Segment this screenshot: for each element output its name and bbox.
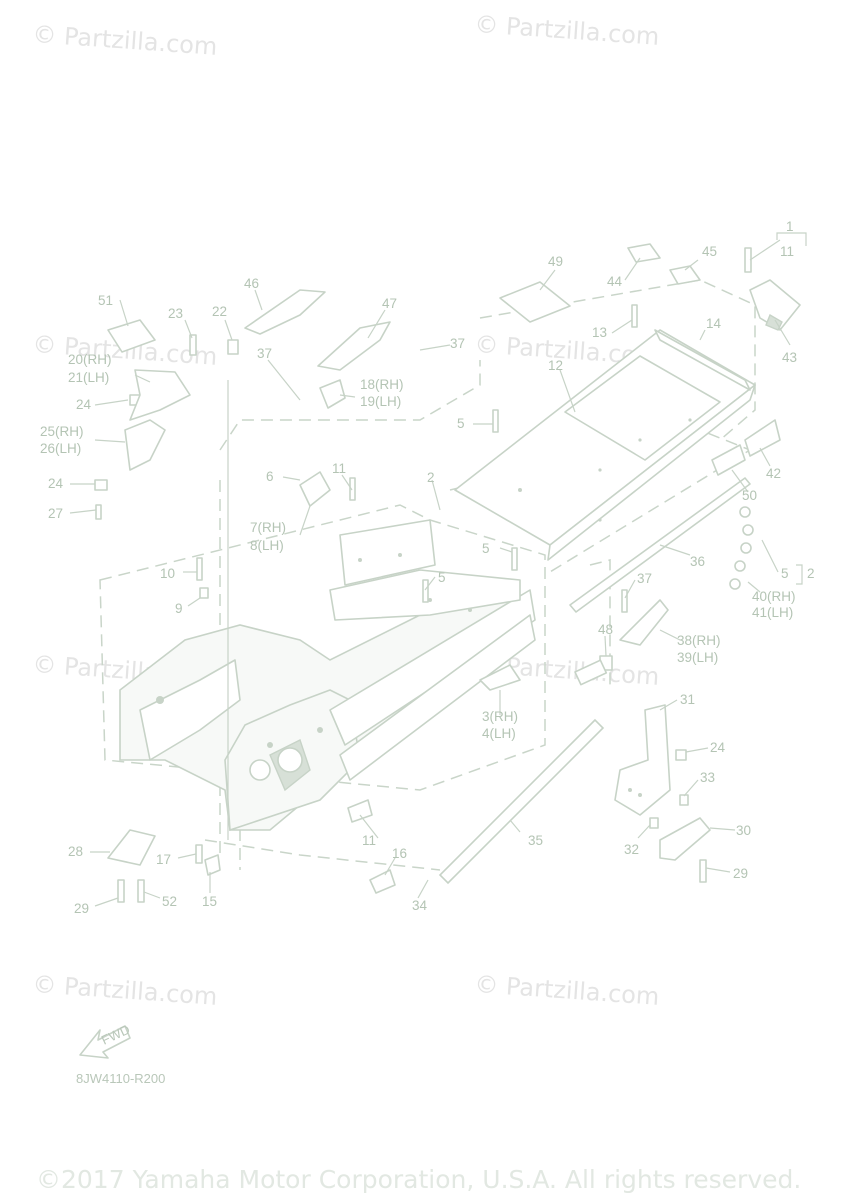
callout-label: 1: [786, 219, 794, 234]
rod-35: [438, 718, 605, 885]
decal-49: [499, 281, 571, 323]
bracket-31: [614, 704, 671, 816]
callout-label: 50: [742, 488, 757, 503]
leader-lines: [69, 239, 791, 907]
callout-label: 10: [160, 566, 175, 581]
callout-label: 22: [212, 304, 227, 319]
callout-label: 5: [781, 566, 789, 581]
callout-label: 25(RH): [40, 424, 84, 439]
callout-label: 48: [598, 622, 613, 637]
callout-label: 11: [780, 244, 794, 259]
decal-45: [669, 265, 701, 285]
callout-label: 45: [702, 244, 717, 259]
callout-label: 43: [782, 350, 797, 365]
callout-label: 30: [736, 823, 751, 838]
callout-label: 37: [257, 346, 272, 361]
watermark: © Partzilla.com: [32, 20, 219, 61]
watermark: © Partzilla.com: [474, 970, 661, 1011]
decal-44: [627, 243, 661, 263]
callout-label: 29: [74, 901, 89, 916]
rear-tunnel: [454, 329, 756, 561]
watermark: © Partzilla.com: [32, 970, 219, 1011]
callout-label: 5: [438, 570, 446, 585]
callout-label: 23: [168, 306, 183, 321]
callout-label: 37: [637, 571, 652, 586]
callout-labels: 1 11 44 45 49 46 47 51 23 22 20(RH) 21(L…: [40, 219, 815, 916]
callout-label: 24: [76, 397, 92, 412]
callout-label: 9: [175, 601, 183, 616]
callout-label: 52: [162, 894, 177, 909]
callout-label: 4(LH): [482, 726, 516, 741]
callout-label: 20(RH): [68, 352, 112, 367]
decal-47: [317, 321, 391, 371]
callout-label: 40(RH): [752, 589, 796, 604]
callout-label: 47: [382, 296, 397, 311]
callout-label: 2: [427, 470, 435, 485]
main-chassis: [119, 519, 536, 832]
plate-28: [107, 829, 156, 866]
plate-38: [619, 599, 669, 646]
watermark: © Partzilla.com: [474, 10, 661, 51]
callout-label: 41(LH): [752, 605, 793, 620]
callout-label: 24: [48, 476, 64, 491]
callout-label: 11: [332, 461, 346, 476]
callout-label: 17: [156, 852, 171, 867]
callout-label: 46: [244, 276, 259, 291]
callout-label: 24: [710, 740, 726, 755]
callout-label: 14: [706, 316, 722, 331]
callout-label: 3(RH): [482, 709, 518, 724]
callout-label: 15: [202, 894, 217, 909]
callout-label: 42: [766, 466, 781, 481]
diagram-code: 8JW4110-R200: [76, 1071, 165, 1086]
callout-label: 16: [392, 846, 407, 861]
callout-label: 21(LH): [68, 370, 109, 385]
callout-label: 12: [548, 358, 563, 373]
callout-label: 33: [700, 770, 715, 785]
callout-label: 29: [733, 866, 748, 881]
decals: [107, 243, 701, 371]
callout-label: 8(LH): [250, 538, 284, 553]
rail-14: [654, 329, 751, 391]
callout-label: 31: [680, 692, 695, 707]
callout-label: 7(RH): [250, 520, 286, 535]
callout-label: 5: [457, 416, 465, 431]
callout-label: 2: [807, 566, 815, 581]
callout-label: 11: [362, 833, 376, 848]
callout-label: 6: [266, 469, 274, 484]
callout-label: 5: [482, 541, 490, 556]
callout-label: 51: [98, 293, 113, 308]
callout-label: 38(RH): [677, 633, 721, 648]
callout-label: 27: [48, 506, 63, 521]
callout-label: 13: [592, 325, 607, 340]
callout-label: 19(LH): [360, 394, 401, 409]
callout-label: 36: [690, 554, 705, 569]
callout-label: 18(RH): [360, 377, 404, 392]
copyright-notice: ©2017 Yamaha Motor Corporation, U.S.A. A…: [36, 1165, 801, 1194]
callout-label: 32: [624, 842, 639, 857]
callout-label: 35: [528, 833, 543, 848]
callout-label: 34: [412, 898, 428, 913]
callout-label: 44: [607, 274, 623, 289]
decal-46: [244, 289, 326, 335]
fwd-arrow-icon: FWD: [79, 1022, 132, 1059]
callout-label: 39(LH): [677, 650, 718, 665]
chain-40: [729, 506, 754, 590]
callout-label: 49: [548, 254, 563, 269]
decal-51: [107, 319, 156, 353]
callout-label: 37: [450, 336, 465, 351]
group-brackets: [776, 232, 807, 585]
plate-30: [659, 817, 711, 861]
callout-label: 26(LH): [40, 441, 81, 456]
callout-label: 28: [68, 844, 83, 859]
fasteners: [94, 247, 781, 903]
rear-bumper: [749, 279, 801, 331]
